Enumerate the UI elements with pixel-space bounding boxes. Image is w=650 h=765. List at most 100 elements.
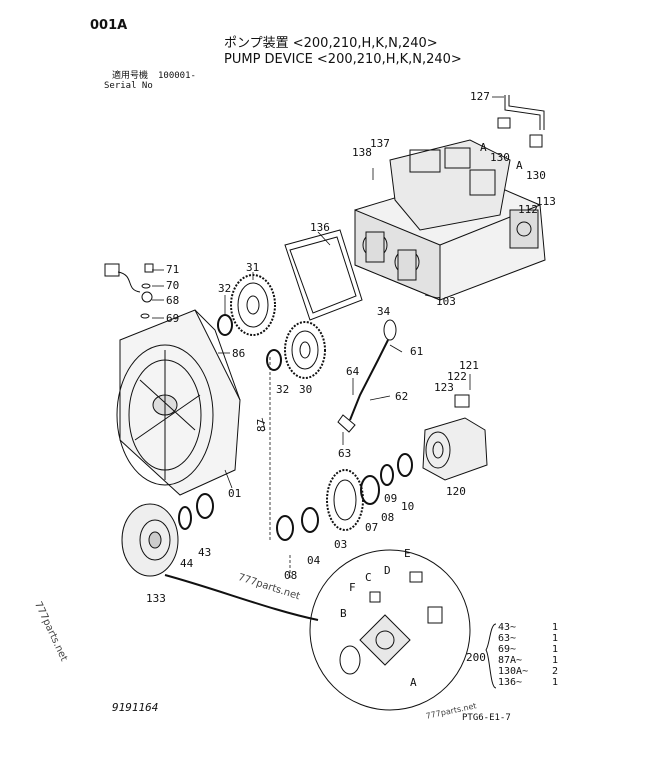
callout-04: 04 [307,554,321,567]
callout-leaders [152,96,504,580]
kit-item-qty: 2 [551,666,558,677]
title-english: PUMP DEVICE <200,210,H,K,N,240> [224,52,462,67]
ring-09 [380,464,394,486]
callout-122: 122 [447,370,467,383]
sheet-code: 001A [90,18,128,33]
sensor-harness [104,263,154,319]
flywheel-housing-01 [116,309,241,496]
ring-10 [397,453,413,477]
callout-34: 34 [377,305,391,318]
coupling-detail-view [309,549,471,711]
detail-callout-A: A [410,676,417,689]
gear-31 [230,274,276,336]
callout-03: 03 [334,538,348,551]
bearing-43 [196,493,214,519]
callout-09: 09 [384,492,398,505]
detail-callout-D: D [384,564,391,577]
ring-32-lower [266,349,282,371]
callout-63: 63 [338,447,352,460]
callout-70: 70 [166,279,180,292]
callout-69: 69 [166,312,180,325]
callout-71: 71 [166,263,180,276]
pipe-assembly-127 [497,95,545,148]
callout-31: 31 [246,261,260,274]
kit-item-part: 43~ [498,622,517,633]
callout-07: 07 [365,521,379,534]
kit-item-qty: 1 [551,655,558,666]
callout-01: 01 [228,487,242,500]
drawing-number: 9191164 [112,701,159,714]
callout-A-right: A [516,159,523,172]
ring-32-upper [217,314,233,336]
kit-item: 69~ 1 [498,644,558,655]
callout-130-upper: 130 [490,151,510,164]
callout-127: 127 [470,90,490,103]
title-japanese: ポンプ装置 <200,210,H,K,N,240> [224,36,438,51]
callout-44: 44 [180,557,194,570]
callout-136: 136 [310,221,330,234]
callout-08-left: 08 [284,569,298,582]
gear-30 [284,321,326,379]
callout-112: 112 [518,203,538,216]
kit-item: 63~ 1 [498,633,558,644]
kit-item-part: 136~ [498,677,523,688]
detail-callout-F: F [349,581,356,594]
callout-120: 120 [446,485,466,498]
kit-item-qty: 1 [551,644,558,655]
detail-leader [164,574,319,621]
callout-133: 133 [146,592,166,605]
kit-item: 130A~ 2 [498,666,558,677]
callout-68: 68 [166,294,180,307]
kit-code: 200 [466,651,486,664]
callout-137: 137 [370,137,390,150]
detail-callout-B: B [340,607,347,620]
callout-30: 30 [299,383,313,396]
callout-130-right: 130 [526,169,546,182]
bearing-08 [276,515,294,541]
kit-item-part: 63~ [498,633,517,644]
serial-value: 100001- [158,71,196,81]
callout-32-upper: 32 [218,282,232,295]
kit-items-list: 43~ 1 63~ 1 69~ 1 87A~ 1 130A~ 2 136~ 1 [498,622,558,688]
kit-item: 43~ 1 [498,622,558,633]
callout-08-right: 08 [381,511,395,524]
callout-123: 123 [434,381,454,394]
kit-item-qty: 1 [551,677,558,688]
callout-61: 61 [410,345,424,358]
callout-103: 103 [436,295,456,308]
kit-item-qty: 1 [551,633,558,644]
detail-callout-E: E [404,547,411,560]
detail-callout-C: C [365,571,372,584]
shaft-gear-03 [326,469,364,531]
callout-62: 62 [395,390,409,403]
callout-87: 87 [255,418,268,432]
kit-item-qty: 1 [551,622,558,633]
serial-label-japanese: 適用号機 [112,71,149,81]
callout-32-lower: 32 [276,383,290,396]
callout-113: 113 [536,195,556,208]
callout-A-upper: A [480,141,487,154]
bearing-07 [360,475,380,505]
callout-138: 138 [352,146,372,159]
dipstick-61-62 [337,319,397,433]
callout-86: 86 [232,347,246,360]
kit-item-part: 87A~ [498,655,523,666]
kit-item: 87A~ 1 [498,655,558,666]
callout-64: 64 [346,365,360,378]
callout-121: 121 [459,359,479,372]
coupling-133 [121,503,179,577]
callout-10: 10 [401,500,415,513]
serial-label-english: Serial No [104,81,153,91]
gasket-136 [284,229,363,321]
kit-item-part: 69~ [498,644,517,655]
kit-item: 136~ 1 [498,677,558,688]
bearing-04 [301,507,319,533]
pump-body-103 [354,139,546,301]
gear-pump-120 [422,394,488,481]
sheet-reference: PTG6-E1-7 [462,713,511,723]
kit-item-part: 130A~ [498,666,529,677]
kit-brace [485,623,497,689]
ring-44 [178,506,192,530]
